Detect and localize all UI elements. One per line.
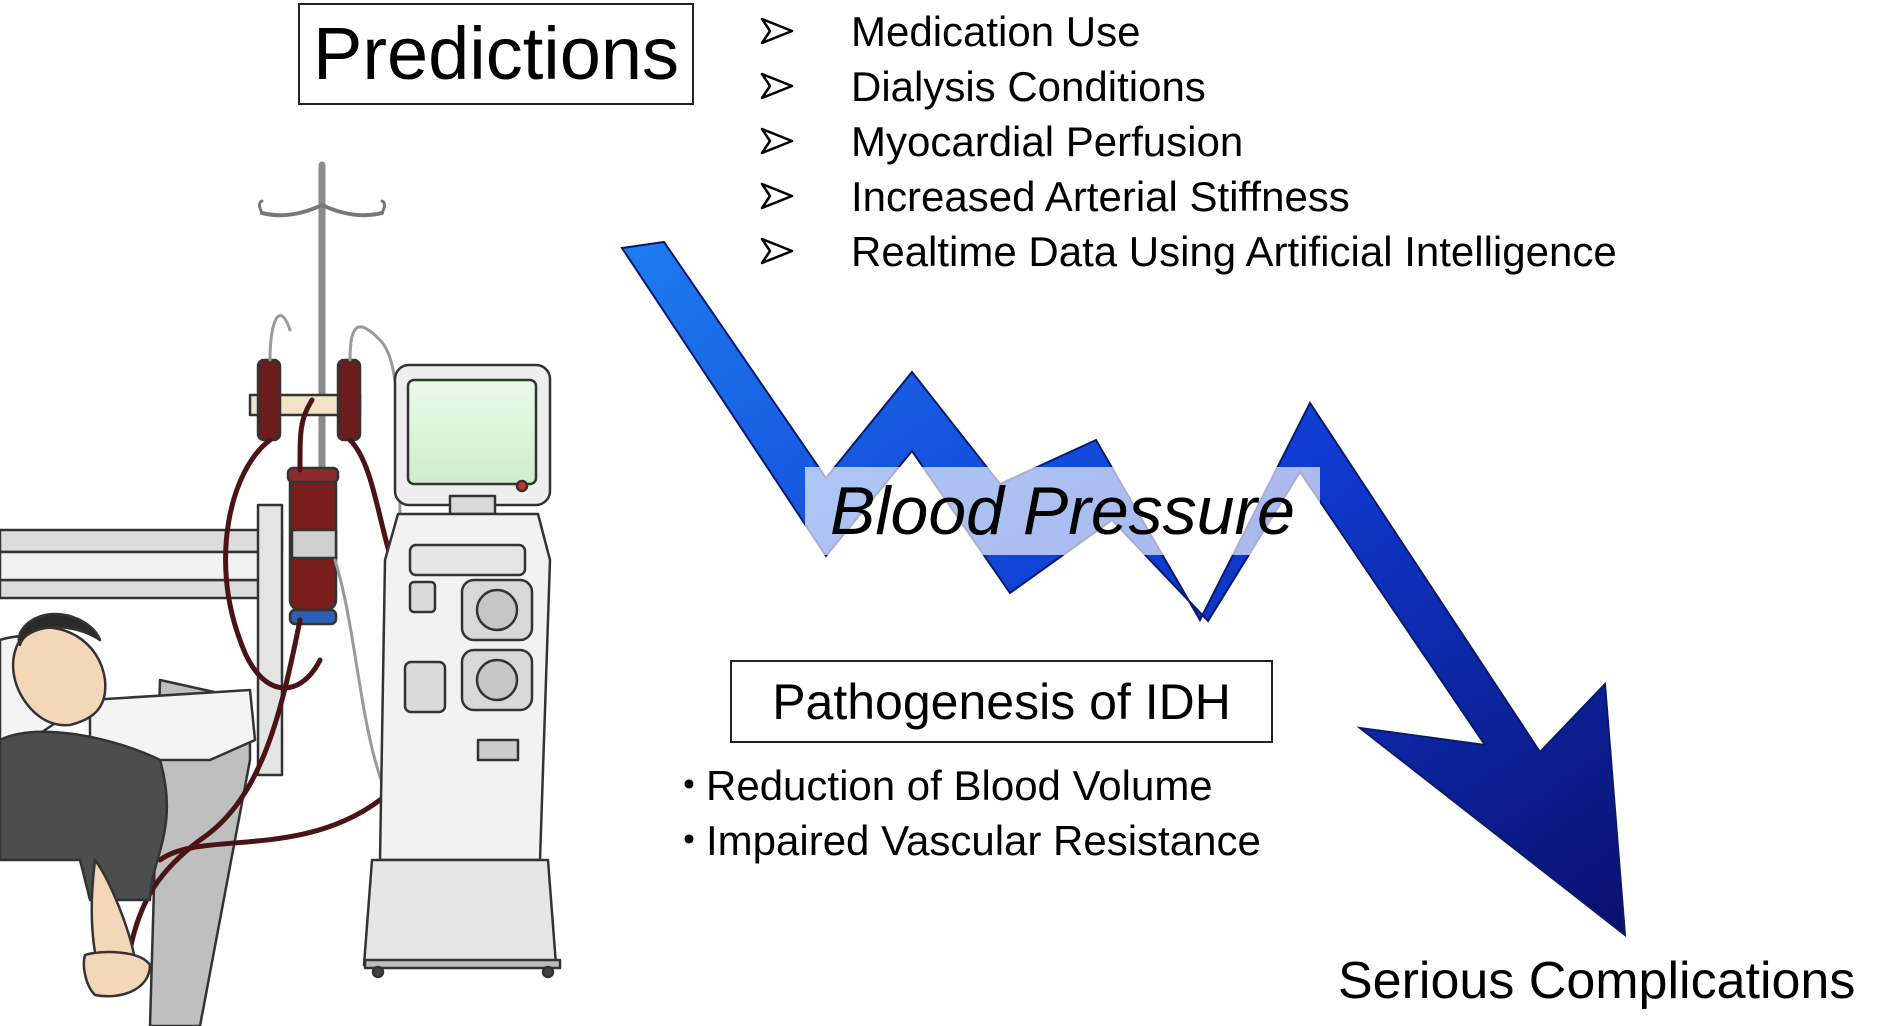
pathogenesis-item-label: Impaired Vascular Resistance: [706, 817, 1261, 864]
pathogenesis-box: Pathogenesis of IDH: [730, 660, 1273, 743]
hemodialysis-illustration: [0, 161, 562, 1026]
arrowhead-bullet-icon: [760, 127, 794, 155]
blood-pressure-zigzag-arrow: [620, 240, 1627, 938]
bullet-dot: ・: [668, 762, 711, 809]
arrowhead-bullet-icon: [760, 182, 794, 210]
blood-pressure-label: Blood Pressure: [830, 473, 1295, 549]
pathogenesis-item-label: Reduction of Blood Volume: [706, 762, 1213, 809]
prediction-item: Medication Use: [760, 4, 1617, 59]
prediction-item: Dialysis Conditions: [760, 59, 1617, 114]
pathogenesis-item: ・Reduction of Blood Volume: [668, 758, 1261, 813]
prediction-item: Myocardial Perfusion: [760, 114, 1617, 169]
prediction-item-label: Myocardial Perfusion: [851, 118, 1244, 165]
prediction-item-label: Increased Arterial Stiffness: [851, 173, 1350, 220]
pathogenesis-item: ・Impaired Vascular Resistance: [668, 813, 1261, 868]
pathogenesis-title: Pathogenesis of IDH: [772, 673, 1231, 730]
predictions-title: Predictions: [312, 12, 680, 95]
predictions-list: Medication Use Dialysis Conditions Myoca…: [760, 4, 1617, 279]
prediction-item-label: Dialysis Conditions: [851, 63, 1206, 110]
prediction-item: Realtime Data Using Artificial Intellige…: [760, 224, 1617, 279]
pathogenesis-list: ・Reduction of Blood Volume ・Impaired Vas…: [668, 758, 1261, 868]
predictions-box: Predictions: [298, 3, 694, 105]
serious-complications-label: Serious Complications: [1338, 952, 1856, 1010]
arrowhead-bullet-icon: [760, 237, 794, 265]
arrowhead-bullet-icon: [760, 72, 794, 100]
bullet-dot: ・: [668, 817, 711, 864]
prediction-item: Increased Arterial Stiffness: [760, 169, 1617, 224]
dialysis-machine: [362, 363, 562, 979]
patient: [0, 612, 169, 998]
prediction-item-label: Medication Use: [851, 8, 1141, 55]
arrowhead-bullet-icon: [760, 17, 794, 45]
dialyzer: [248, 358, 362, 626]
prediction-item-label: Realtime Data Using Artificial Intellige…: [851, 228, 1617, 275]
